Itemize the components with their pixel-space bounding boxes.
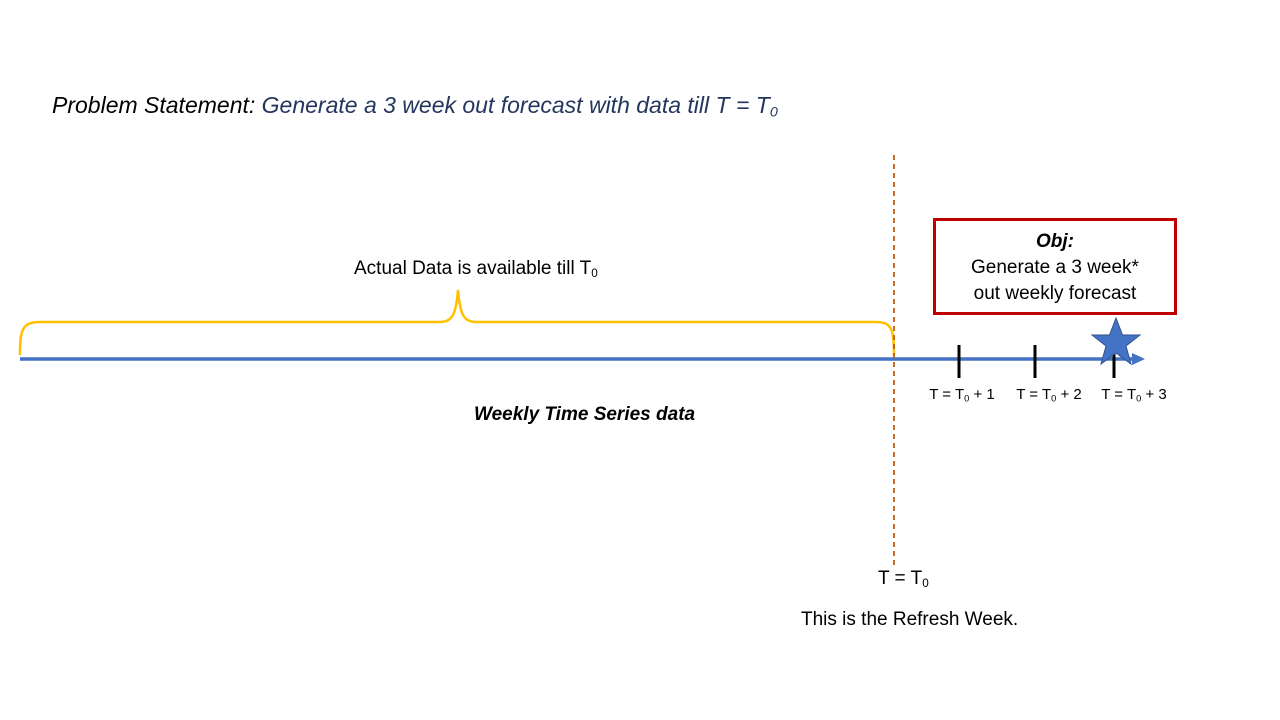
- page-title: Problem Statement: Generate a 3 week out…: [52, 92, 778, 121]
- refresh-marker-main: T = T: [878, 568, 923, 589]
- actual-data-sub: 0: [591, 266, 598, 280]
- tick-suffix: + 3: [1141, 386, 1167, 403]
- refresh-marker-label: T = T0: [878, 568, 929, 590]
- tick-label-2: T = T0 + 2: [1016, 386, 1082, 403]
- title-statement: Generate a 3 week out forecast with data…: [261, 92, 778, 121]
- tick-sub: 0: [1136, 393, 1142, 404]
- tick-label-1: T = T0 + 1: [929, 386, 995, 403]
- tick-suffix: + 1: [969, 386, 995, 403]
- series-label: Weekly Time Series data: [474, 404, 696, 425]
- actual-data-text: Actual Data is available till T: [354, 258, 592, 279]
- title-lead: Problem Statement:: [52, 92, 262, 118]
- refresh-week-note: This is the Refresh Week.: [801, 609, 1019, 630]
- title-statement-main: Generate a 3 week out forecast with data…: [261, 92, 770, 118]
- title-statement-sub: 0: [769, 104, 778, 121]
- tick-suffix: + 2: [1056, 386, 1082, 403]
- tick-label-3: T = T0 + 3: [1101, 386, 1167, 403]
- actual-data-label: Actual Data is available till T0: [354, 258, 598, 280]
- objective-box: Obj: Generate a 3 week* out weekly forec…: [933, 218, 1177, 315]
- tick-prefix: T = T: [929, 386, 965, 403]
- tick-prefix: T = T: [1016, 386, 1052, 403]
- refresh-marker-sub: 0: [922, 576, 929, 590]
- star-icon: [1090, 316, 1142, 366]
- timeline-arrowhead: [1132, 353, 1145, 365]
- actual-data-brace: [18, 289, 896, 356]
- objective-line-2: out weekly forecast: [973, 283, 1137, 304]
- tick-sub: 0: [1051, 393, 1057, 404]
- tick-prefix: T = T: [1101, 386, 1137, 403]
- objective-line-1: Generate a 3 week*: [971, 257, 1139, 278]
- tick-sub: 0: [964, 393, 970, 404]
- objective-title: Obj:: [1036, 231, 1074, 252]
